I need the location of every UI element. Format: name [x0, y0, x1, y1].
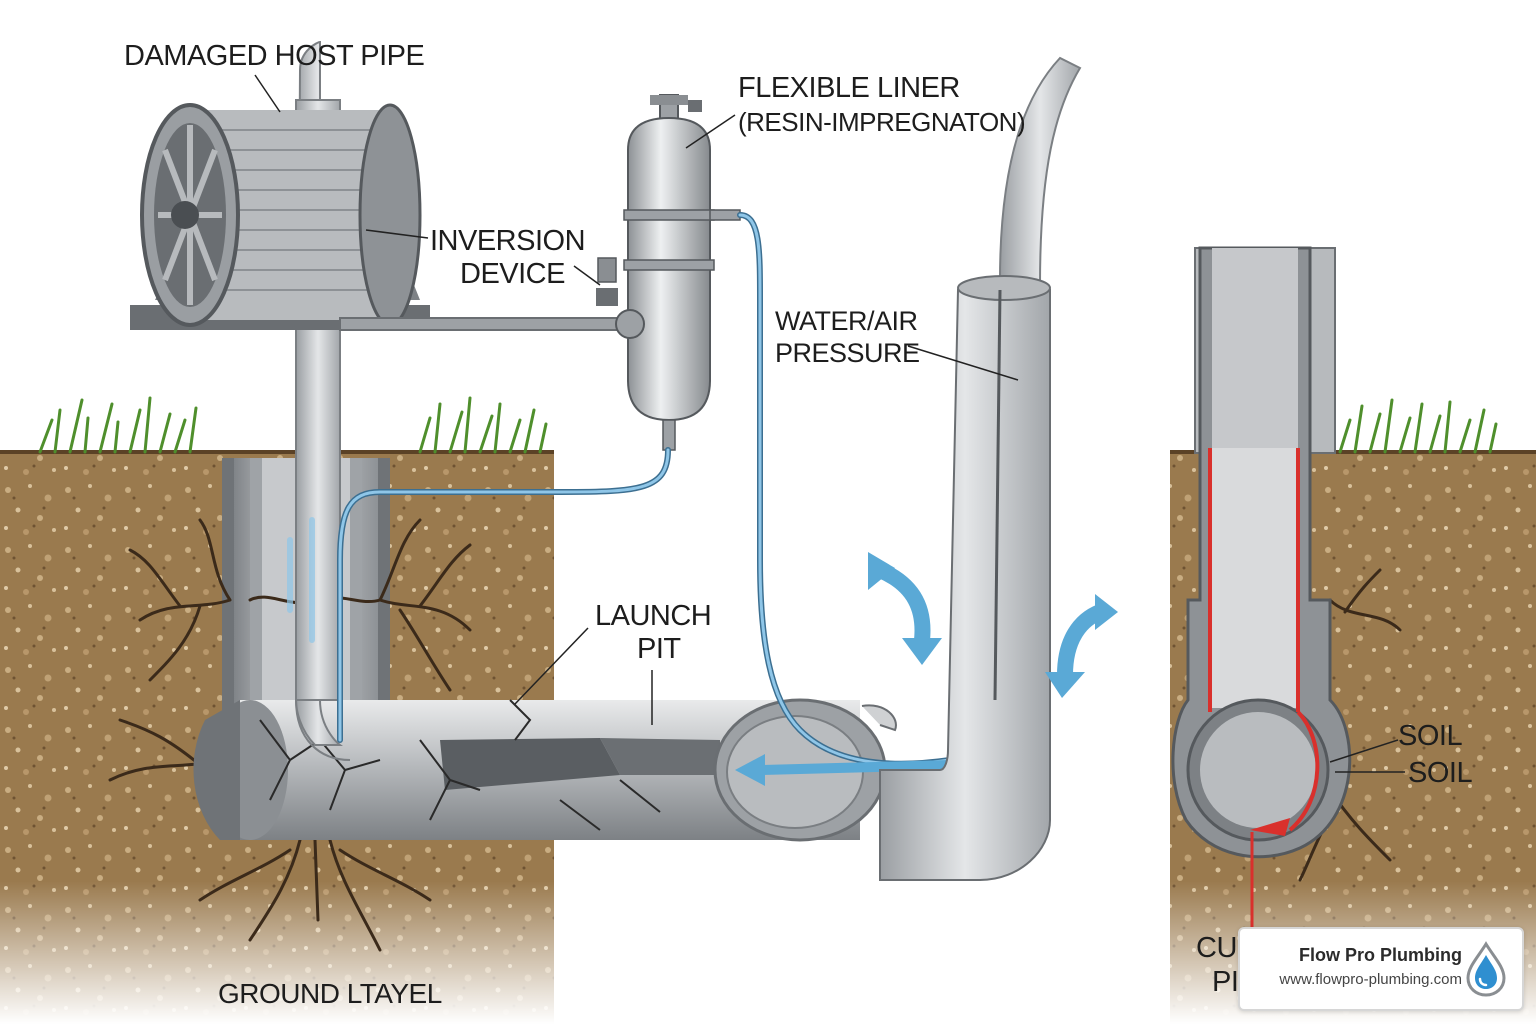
leader-lines — [254, 74, 1405, 773]
roots — [108, 518, 1402, 952]
liner-reel — [130, 103, 430, 330]
label-resin-impregnation: (RESIN-IMPREGNATON) — [738, 107, 1026, 137]
label-cured-partial-1: CUI — [1196, 932, 1245, 964]
label-launch: LAUNCH — [595, 600, 712, 632]
label-inversion: INVERSION — [430, 225, 586, 257]
direction-arrow-head-down — [902, 638, 942, 665]
water-hoses — [287, 212, 953, 767]
label-pit: PIT — [637, 633, 681, 665]
label-soil-2: SOIL — [1408, 757, 1473, 789]
label-device: DEVICE — [460, 258, 565, 290]
frame-bar — [339, 317, 621, 331]
brand-name: Flow Pro Plumbing — [1299, 945, 1462, 965]
cured-pipe-section — [1171, 246, 1352, 935]
label-water-air: WATER/AIR — [775, 306, 918, 336]
label-flexible-liner: FLEXIBLE LINER — [738, 72, 960, 104]
pipe-cracks — [259, 699, 661, 831]
grass — [38, 396, 1498, 454]
water-drop-icon — [1466, 941, 1506, 997]
label-damaged-host-pipe: DAMAGED HOST PIPE — [124, 40, 425, 72]
brand-url: www.flowpro-plumbing.com — [1279, 971, 1462, 988]
inversion-tank — [596, 94, 741, 451]
direction-arrow-head-left — [868, 552, 895, 590]
flow-arrow — [735, 754, 955, 786]
label-ground-level: GROUND LTAYEL — [218, 978, 442, 1009]
label-cured-partial-2: PI — [1212, 966, 1239, 998]
direction-arrow-head-bottom — [1045, 672, 1085, 698]
label-soil-1: SOIL — [1398, 720, 1463, 752]
label-pressure: PRESSURE — [775, 338, 920, 368]
inversion-tube — [879, 56, 1082, 881]
brand-badge: Flow Pro Plumbing www.flowpro-plumbing.c… — [1238, 927, 1524, 1011]
direction-arrows — [876, 562, 1104, 676]
damaged-host-pipe-horizontal — [193, 700, 860, 840]
direction-arrow-head-right — [1095, 594, 1118, 630]
